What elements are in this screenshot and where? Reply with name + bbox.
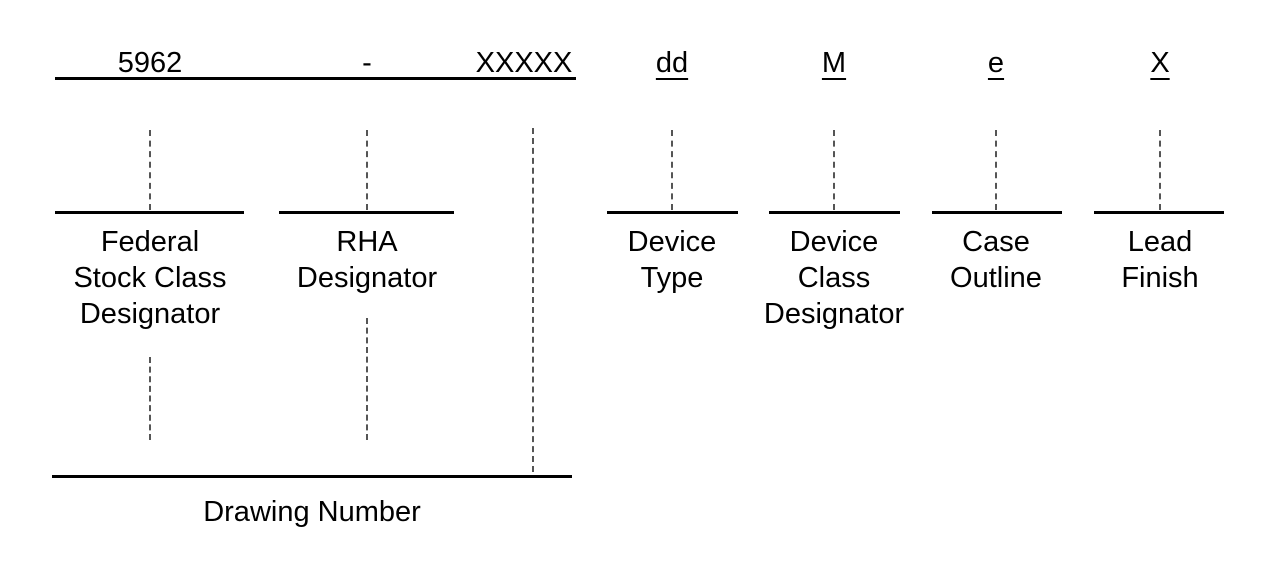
label-line: Designator: [763, 298, 905, 330]
label-line: Device: [789, 226, 879, 258]
connector-fsc-lower: [149, 357, 151, 440]
line-case-outline: [932, 211, 1062, 214]
connector-lead-finish: [1159, 130, 1161, 210]
connector-device-class: [833, 130, 835, 210]
code-underline: [55, 77, 576, 80]
connector-fsc: [149, 130, 151, 210]
label-line: Type: [640, 262, 704, 294]
code-dash: -: [362, 47, 372, 79]
label-fsc: Federal Stock Class Designator: [73, 224, 226, 332]
label-line: Federal: [100, 226, 200, 258]
label-line: Class: [797, 262, 871, 294]
label-device-class: Device Class Designator: [764, 224, 904, 332]
connector-rha: [366, 130, 368, 210]
line-drawing-number: [52, 475, 572, 478]
label-line: Lead: [1127, 226, 1193, 258]
code-fsc: 5962: [117, 47, 183, 79]
label-line: Stock Class: [73, 262, 227, 294]
label-line: RHA: [336, 226, 398, 258]
connector-rha-lower: [366, 318, 368, 440]
line-rha: [279, 211, 454, 214]
line-fsc: [55, 211, 244, 214]
connector-case-outline: [995, 130, 997, 210]
label-line: Case: [962, 226, 1030, 258]
line-lead-finish: [1094, 211, 1224, 214]
code-case-outline: e: [987, 47, 1005, 79]
label-line: Finish: [1121, 262, 1199, 294]
label-line: Designator: [296, 262, 438, 294]
code-device-class: M: [821, 47, 847, 79]
label-line: Outline: [950, 262, 1042, 294]
label-line: Designator: [79, 298, 221, 330]
line-device-class: [769, 211, 900, 214]
label-drawing-number: Drawing Number: [203, 496, 421, 528]
label-device-type: Device Type: [628, 224, 717, 296]
label-line: Device: [627, 226, 717, 258]
label-lead-finish: Lead Finish: [1121, 224, 1198, 296]
code-lead-finish: X: [1150, 47, 1170, 79]
line-device-type: [607, 211, 738, 214]
code-device-type: dd: [655, 47, 689, 79]
code-drawing: XXXXX: [475, 47, 573, 79]
label-case-outline: Case Outline: [950, 224, 1042, 296]
connector-drawing: [532, 128, 534, 472]
label-rha: RHA Designator: [297, 224, 437, 296]
connector-device-type: [671, 130, 673, 210]
